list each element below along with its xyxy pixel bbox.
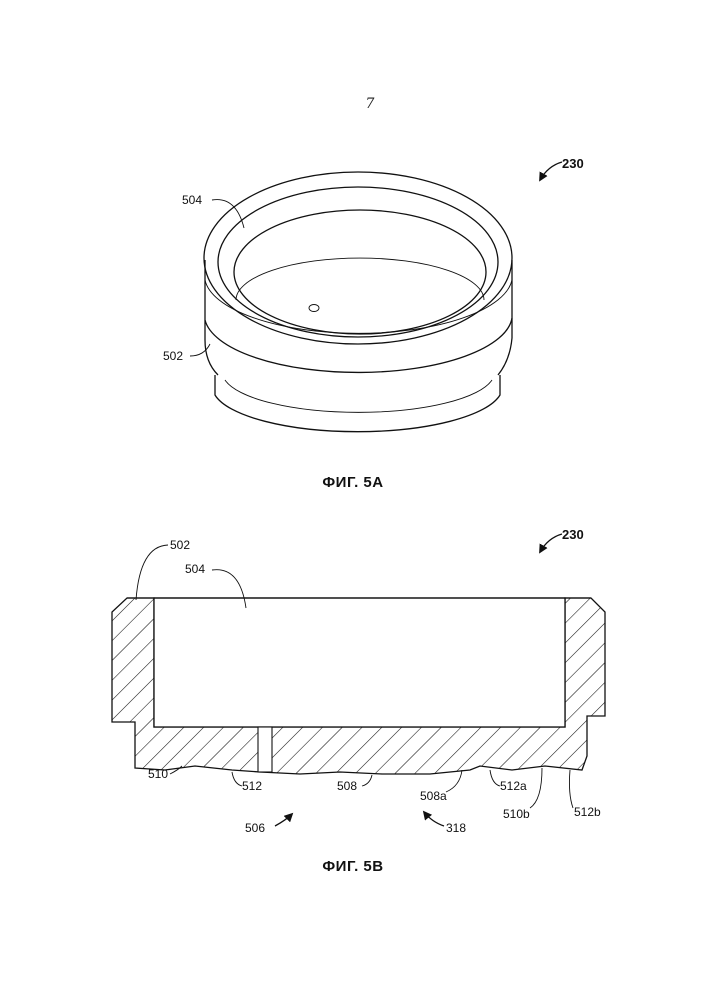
- figure-5a: 230 504 502 ФИГ. 5A: [163, 156, 584, 491]
- label-504-5b: 504: [185, 562, 205, 576]
- label-508a: 508a: [420, 789, 447, 803]
- label-318: 318: [446, 821, 466, 835]
- label-508: 508: [337, 779, 357, 793]
- ring-chamfer-line: [205, 280, 512, 333]
- arrow-318: [424, 812, 444, 826]
- leader-502-5b: [136, 545, 168, 600]
- ref-230-5a: 230: [562, 156, 584, 171]
- label-510b: 510b: [503, 807, 530, 821]
- label-504-5a: 504: [182, 193, 202, 207]
- ring-inner-floor: [236, 258, 484, 300]
- ring-groove-line: [225, 380, 492, 412]
- leader-508a: [446, 770, 462, 792]
- ring-bottom-band: [215, 375, 500, 432]
- ring-perspective-drawing: [204, 172, 512, 432]
- caption-5b: ФИГ. 5B: [322, 858, 383, 875]
- label-502-5b: 502: [170, 538, 190, 552]
- leader-512: [232, 772, 242, 786]
- ref-230-5b: 230: [562, 527, 584, 542]
- cavity-504: [154, 598, 565, 727]
- arrow-506: [275, 814, 292, 826]
- ring-hole: [309, 305, 319, 312]
- label-510: 510: [148, 767, 168, 781]
- leader-512a: [490, 770, 500, 786]
- ring-inner-wall: [234, 210, 486, 334]
- leader-508: [362, 775, 372, 786]
- ref-arrow-5a: [540, 162, 562, 180]
- label-506: 506: [245, 821, 265, 835]
- ref-arrow-5b: [540, 534, 562, 552]
- ring-left-step: [205, 320, 218, 375]
- label-502-5a: 502: [163, 349, 183, 363]
- label-512a: 512a: [500, 779, 527, 793]
- leader-510b: [530, 768, 542, 808]
- bore-hole: [258, 727, 272, 772]
- ring-right-step: [498, 318, 512, 375]
- leader-512b: [569, 770, 573, 808]
- figure-5b: 230 502 504 510 512 508 508a 512a 510b 5…: [112, 527, 605, 875]
- ring-outer-band: [205, 260, 512, 372]
- label-512b: 512b: [574, 805, 601, 819]
- label-512: 512: [242, 779, 262, 793]
- caption-5a: ФИГ. 5A: [322, 474, 383, 491]
